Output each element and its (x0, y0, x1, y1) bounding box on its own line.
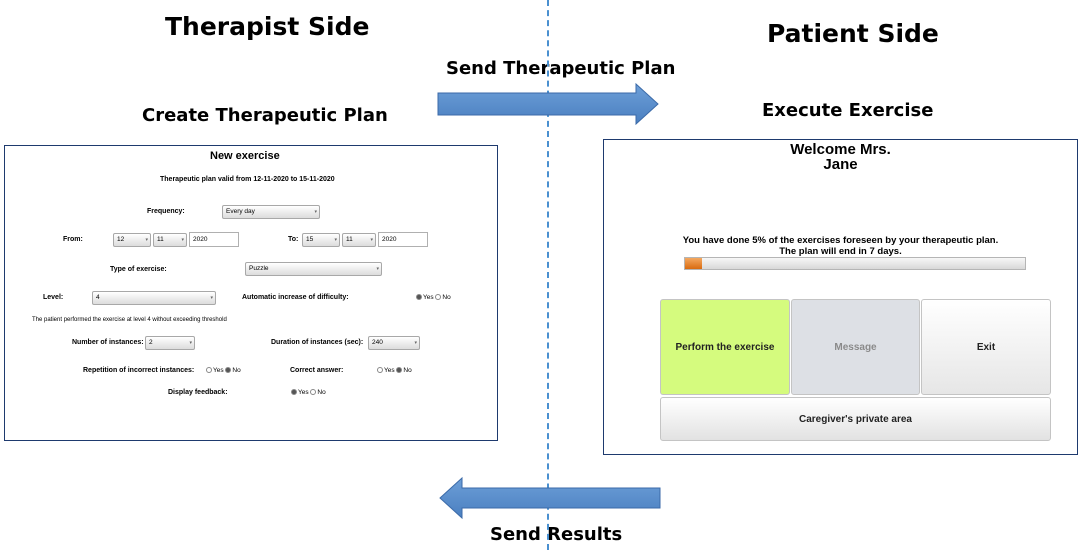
radio-selected-icon (225, 367, 232, 374)
therapist-side-heading: Therapist Side (165, 12, 370, 41)
type-label: Type of exercise: (110, 266, 167, 273)
to-month-value: 11 (346, 236, 353, 243)
chevron-down-icon: ▾ (334, 237, 337, 243)
instances-select[interactable]: 2 ▾ (145, 336, 195, 350)
repetition-radio[interactable]: Yes No (206, 367, 241, 374)
frequency-label: Frequency: (147, 208, 185, 215)
welcome-line-1: Welcome Mrs. (790, 141, 891, 158)
create-plan-label: Create Therapeutic Plan (142, 105, 388, 126)
send-results-label: Send Results (490, 524, 623, 545)
welcome-line-2: Jane (823, 156, 858, 173)
message-button[interactable]: Message (791, 299, 920, 395)
center-divider (547, 0, 549, 550)
plan-progress-bar (684, 257, 1026, 270)
duration-label: Duration of instances (sec): (271, 339, 364, 346)
to-label: To: (288, 236, 299, 243)
auto-increase-radio[interactable]: Yes No (416, 294, 451, 301)
feedback-label: Display feedback: (168, 389, 228, 396)
patient-side-heading: Patient Side (767, 19, 939, 48)
send-results-arrow (439, 476, 661, 520)
radio-empty-icon (377, 367, 383, 374)
caregiver-area-button[interactable]: Caregiver's private area (660, 397, 1051, 441)
from-year-field[interactable]: 2020 (189, 232, 239, 247)
plan-progress-fill (685, 258, 702, 269)
execute-exercise-label: Execute Exercise (762, 100, 934, 121)
perform-exercise-button[interactable]: Perform the exercise (660, 299, 790, 395)
plan-validity: Therapeutic plan valid from 12-11-2020 t… (160, 176, 335, 183)
send-plan-label: Send Therapeutic Plan (446, 58, 676, 79)
auto-increase-no: No (442, 294, 451, 301)
correct-answer-radio[interactable]: Yes No (377, 367, 412, 374)
radio-selected-icon (291, 389, 297, 396)
feedback-yes: Yes (298, 389, 309, 396)
level-note: The patient performed the exercise at le… (32, 317, 227, 323)
from-label: From: (63, 236, 83, 243)
patient-screen: Welcome Mrs. Jane You have done 5% of th… (603, 139, 1078, 455)
level-label: Level: (43, 294, 64, 301)
frequency-select[interactable]: Every day ▾ (222, 205, 320, 219)
chevron-down-icon: ▾ (210, 295, 213, 301)
frequency-value: Every day (226, 208, 255, 215)
radio-empty-icon (435, 294, 442, 301)
from-day-select[interactable]: 12 ▾ (113, 233, 151, 247)
chevron-down-icon: ▾ (414, 340, 417, 346)
chevron-down-icon: ▾ (314, 209, 317, 215)
radio-empty-icon (310, 389, 317, 396)
new-exercise-form: New exercise Therapeutic plan valid from… (4, 145, 498, 441)
correct-no: No (403, 367, 412, 374)
to-day-select[interactable]: 15 ▾ (302, 233, 340, 247)
instances-value: 2 (149, 339, 153, 346)
duration-select[interactable]: 240 ▾ (368, 336, 420, 350)
type-value: Puzzle (249, 265, 269, 272)
from-month-value: 11 (157, 236, 164, 243)
to-month-select[interactable]: 11 ▾ (342, 233, 376, 247)
progress-text-1: You have done 5% of the exercises forese… (682, 235, 999, 246)
duration-value: 240 (372, 339, 383, 346)
correct-answer-label: Correct answer: (290, 367, 344, 374)
from-day-value: 12 (117, 236, 125, 243)
form-title: New exercise (210, 150, 280, 162)
to-day-value: 15 (306, 236, 314, 243)
chevron-down-icon: ▾ (376, 266, 379, 272)
repetition-no: No (232, 367, 241, 374)
chevron-down-icon: ▾ (370, 237, 373, 243)
feedback-no: No (317, 389, 326, 396)
chevron-down-icon: ▾ (145, 237, 148, 243)
repetition-yes: Yes (213, 367, 224, 374)
feedback-radio[interactable]: Yes No (291, 389, 326, 396)
radio-selected-icon (416, 294, 422, 301)
chevron-down-icon: ▾ (181, 237, 184, 243)
radio-selected-icon (396, 367, 403, 374)
level-select[interactable]: 4 ▾ (92, 291, 216, 305)
progress-text-2: The plan will end in 7 days. (779, 246, 902, 257)
instances-label: Number of instances: (72, 339, 144, 346)
exit-button[interactable]: Exit (921, 299, 1051, 395)
send-plan-arrow (437, 82, 659, 126)
radio-empty-icon (206, 367, 212, 374)
from-month-select[interactable]: 11 ▾ (153, 233, 187, 247)
repetition-label: Repetition of incorrect instances: (83, 367, 195, 374)
type-select[interactable]: Puzzle ▾ (245, 262, 382, 276)
chevron-down-icon: ▾ (189, 340, 192, 346)
auto-increase-yes: Yes (423, 294, 434, 301)
correct-yes: Yes (384, 367, 395, 374)
to-year-field[interactable]: 2020 (378, 232, 428, 247)
auto-increase-label: Automatic increase of difficulty: (242, 294, 349, 301)
level-value: 4 (96, 294, 100, 301)
